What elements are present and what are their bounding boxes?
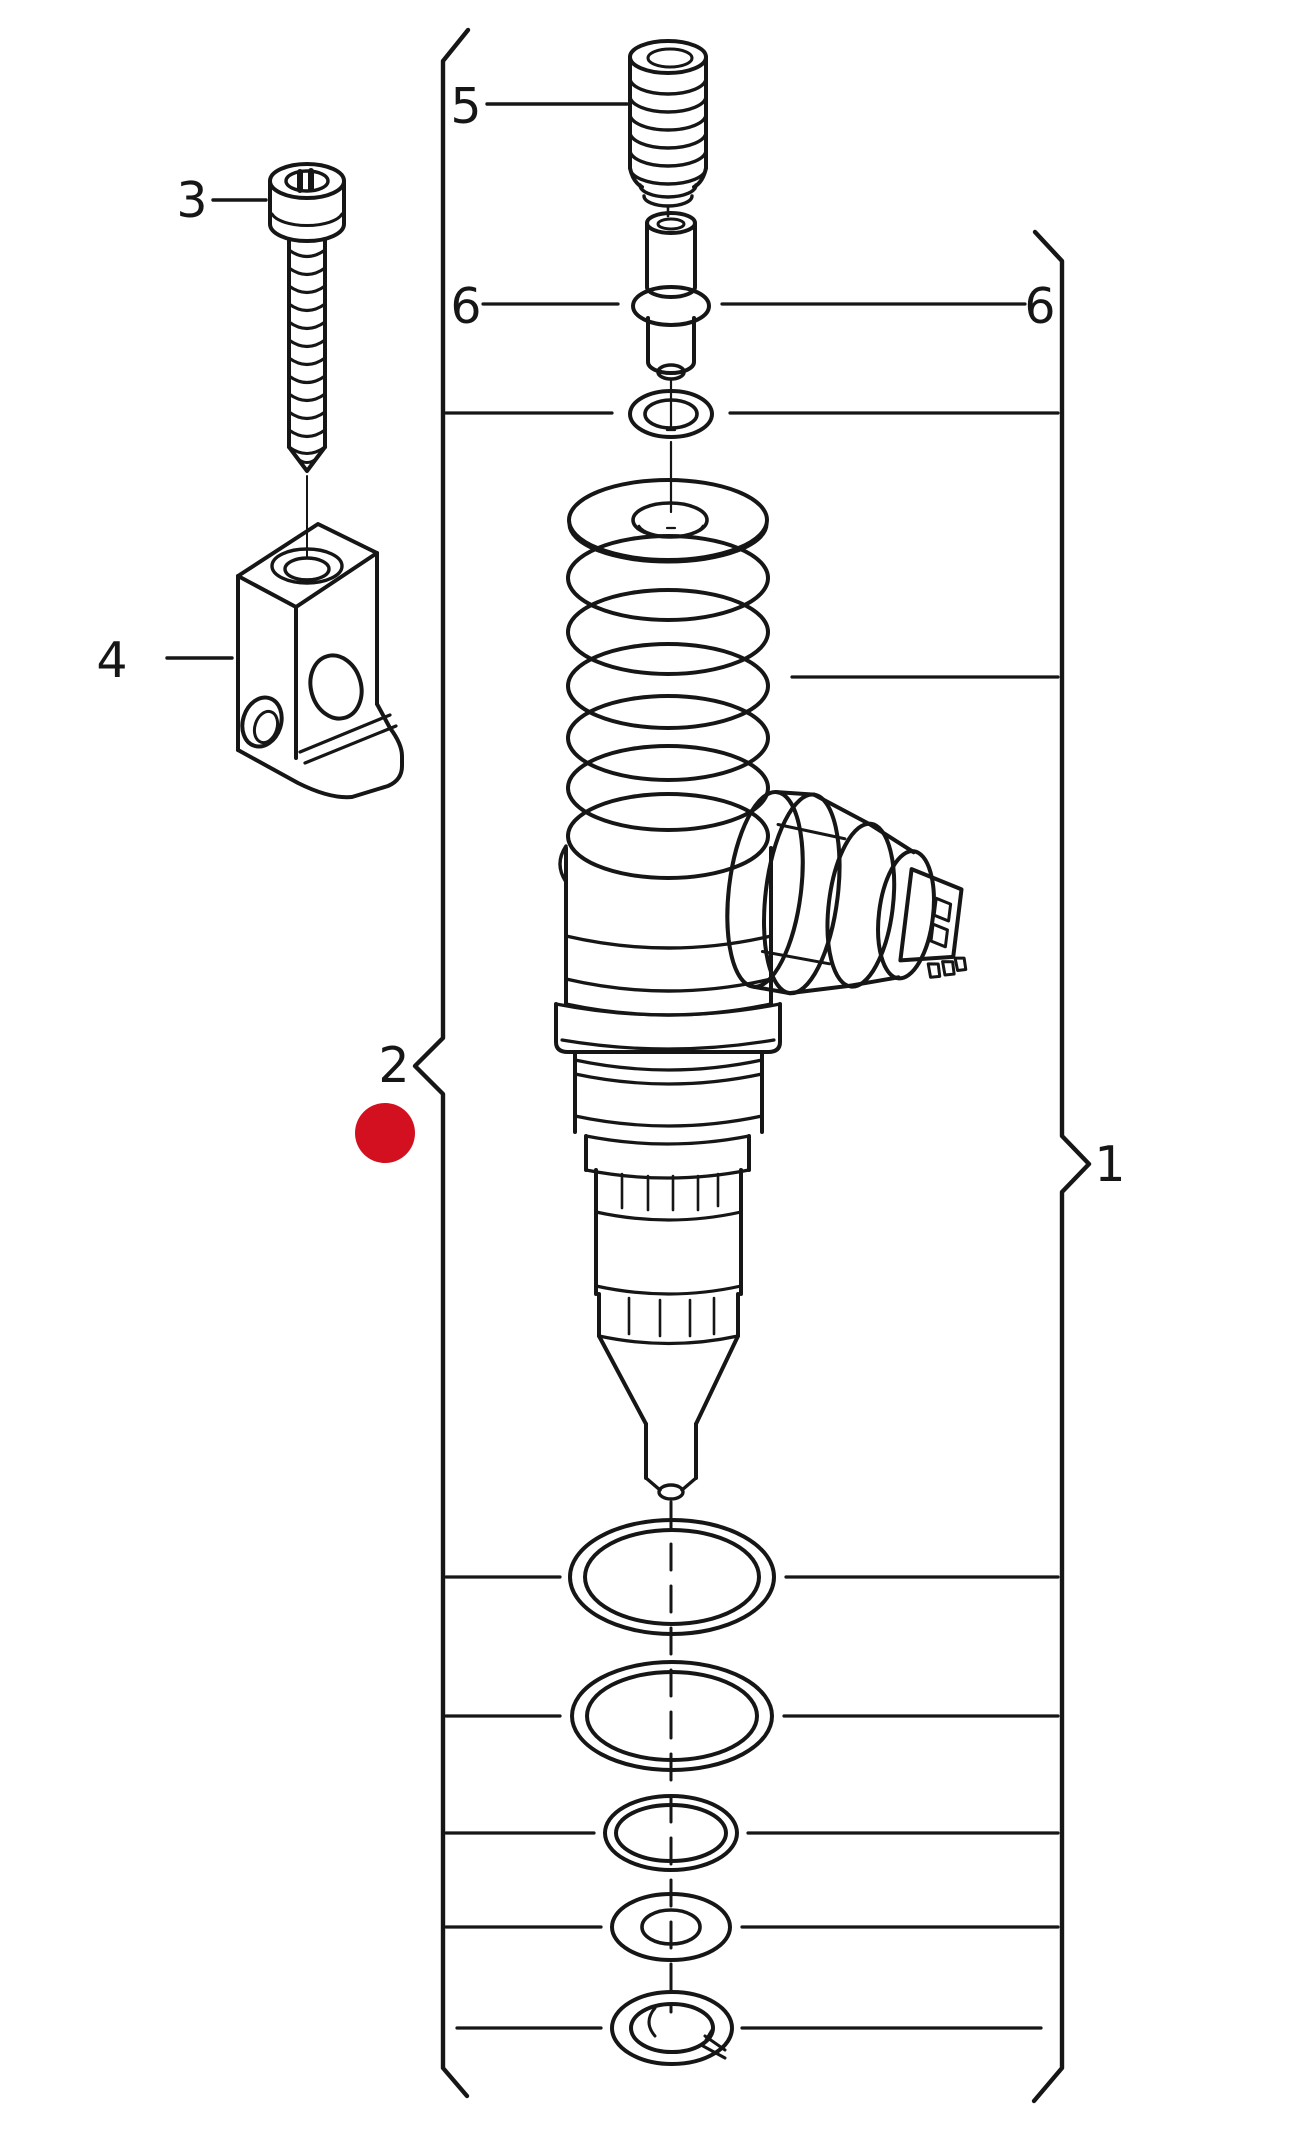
highlight-marker[interactable] [355, 1103, 415, 1163]
leader-lines [165, 102, 629, 660]
heat-shield-ring-drawing [610, 1990, 734, 2066]
callout-item-3[interactable]: 3 [176, 172, 207, 229]
left-assembly-bracket [412, 27, 471, 2099]
clamp-block-drawing [236, 522, 404, 800]
injector-spring-stack [566, 440, 770, 880]
connector-lines [444, 302, 1060, 2030]
injector-unit-drawing [554, 440, 968, 1501]
o-ring-large-1-drawing [568, 1518, 776, 1636]
callout-item-1[interactable]: 1 [1094, 1136, 1125, 1193]
callout-item-6-right[interactable]: 6 [1024, 278, 1055, 335]
valve-pin-drawing [631, 211, 711, 400]
callout-item-4[interactable]: 4 [96, 632, 127, 689]
callout-item-2[interactable]: 2 [378, 1037, 409, 1094]
socket-bolt-drawing [268, 162, 346, 559]
callout-item-6-left[interactable]: 6 [450, 278, 481, 335]
spring-drawing [628, 39, 708, 218]
injector-lower-body [554, 1002, 782, 1501]
right-assembly-bracket [1031, 229, 1092, 2104]
small-o-ring-drawing [628, 389, 714, 439]
solenoid-connector-drawing [725, 790, 968, 996]
callout-item-5[interactable]: 5 [450, 78, 481, 135]
